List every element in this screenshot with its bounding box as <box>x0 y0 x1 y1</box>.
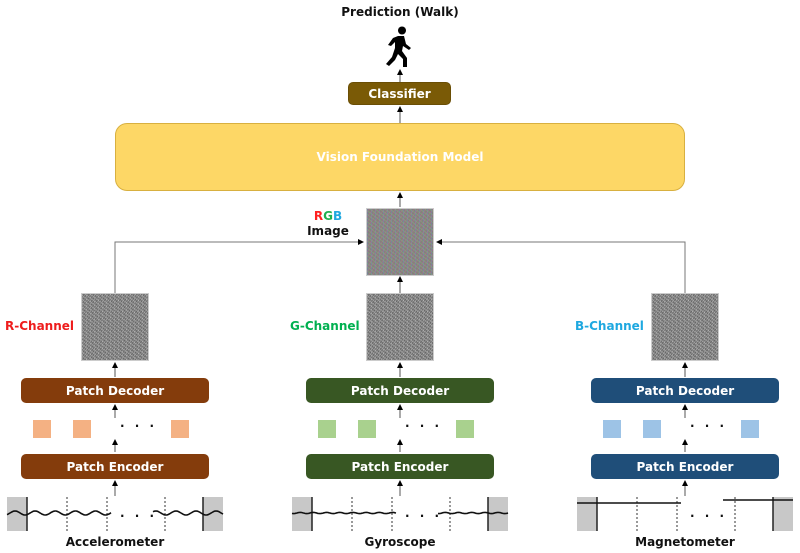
channel-noise-image <box>651 293 719 361</box>
rgb-letter-g: G <box>323 209 333 223</box>
patch-decoder-box: Patch Decoder <box>21 378 209 403</box>
ellipsis: · · · <box>690 419 728 433</box>
signal-ellipsis: · · · <box>690 509 728 523</box>
channel-label: G-Channel <box>290 319 360 333</box>
signal-trace <box>6 510 112 516</box>
signal-ellipsis: · · · <box>120 509 158 523</box>
sensor-label: Accelerometer <box>65 535 165 549</box>
arrow-r-channel-to-image <box>114 239 364 293</box>
classifier-box: Classifier <box>348 82 451 105</box>
patch-token <box>171 420 189 438</box>
walking-person-icon <box>386 26 411 67</box>
patch-decoder-box: Patch Decoder <box>306 378 494 403</box>
prediction-title: Prediction (Walk) <box>341 5 459 19</box>
patch-encoder-box: Patch Encoder <box>591 454 779 479</box>
patch-token <box>73 420 91 438</box>
patch-token <box>456 420 474 438</box>
patch-token <box>33 420 51 438</box>
rgb-letter-b: B <box>332 209 343 223</box>
sensor-label: Magnetometer <box>635 535 735 549</box>
image-word: Image <box>307 224 349 238</box>
padding-left <box>7 497 27 531</box>
rgb-letter-r: R <box>313 209 324 223</box>
sensor-signal-magnetometer <box>577 497 793 531</box>
patch-encoder-box: Patch Encoder <box>306 454 494 479</box>
rgb-letters: RGB <box>298 209 358 224</box>
signal-trace <box>291 511 397 515</box>
vision-foundation-model-box: Vision Foundation Model <box>115 123 685 191</box>
signal-trace <box>438 511 509 515</box>
rgb-image-label: RGB Image <box>298 209 358 239</box>
arrow-b-channel-to-image <box>436 239 686 293</box>
rgb-noise-image <box>366 208 434 276</box>
channel-label: R-Channel <box>5 319 75 333</box>
channel-noise-image <box>366 293 434 361</box>
padding-left <box>292 497 312 531</box>
padding-right <box>773 497 793 531</box>
ellipsis: · · · <box>405 419 443 433</box>
sensor-signal-accelerometer <box>6 497 224 531</box>
padding-left <box>577 497 597 531</box>
signal-trace <box>152 510 224 516</box>
patch-token <box>741 420 759 438</box>
patch-token <box>318 420 336 438</box>
ellipsis: · · · <box>120 419 158 433</box>
patch-token <box>358 420 376 438</box>
patch-encoder-box: Patch Encoder <box>21 454 209 479</box>
patch-decoder-box: Patch Decoder <box>591 378 779 403</box>
patch-token <box>603 420 621 438</box>
sensor-label: Gyroscope <box>364 535 436 549</box>
channel-label: B-Channel <box>575 319 644 333</box>
padding-right <box>488 497 508 531</box>
padding-right <box>203 497 223 531</box>
sensor-signal-gyroscope <box>291 497 509 531</box>
patch-token <box>643 420 661 438</box>
channel-noise-image <box>81 293 149 361</box>
signal-ellipsis: · · · <box>405 509 443 523</box>
